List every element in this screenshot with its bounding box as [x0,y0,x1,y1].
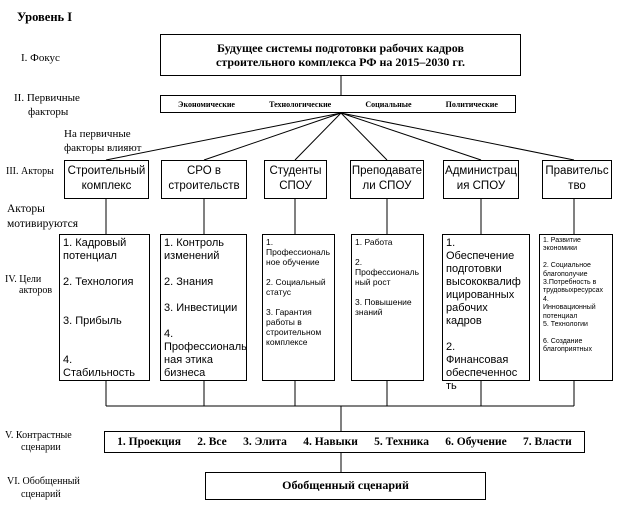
factors-box: Экономические Технологические Социальные… [160,95,516,113]
scenario-authorities: 7. Власти [523,436,572,448]
factor-social: Социальные [365,99,412,109]
general-scenario-box: Обобщенный сценарий [205,472,486,500]
scenario-technique: 5. Техника [374,436,429,448]
fan-line-2 [203,112,342,161]
factor-technological: Технологические [269,99,332,109]
goal-box-administration: 1. Обеспечение подготовки высококвалиф и… [442,234,530,392]
scenario-education: 6. Обучение [445,436,507,448]
focus-box: Будущее системы подготовки рабочих кадро… [160,34,521,76]
goal-box-sro: 1. Контроль изменений 2. Знания 3. Инвес… [160,234,247,381]
goal-box-government: 1. Развитие экономики 2. Социальное благ… [539,234,613,381]
focus-label: I. Фокус [21,52,60,64]
actors-label: III. Акторы [6,166,54,177]
fan-line-1 [105,112,342,161]
goals-label: IV. Цели акторов [5,274,53,296]
focus-line-2: строительного комплекса РФ на 2015–2030 … [216,55,465,69]
influence-label: На первичные факторы влияют [64,128,142,154]
fan-line-6 [340,112,575,161]
fan-line-3 [294,112,342,161]
fan-line-5 [340,112,482,161]
goal-box-students: 1. Профессиональ ное обучение 2. Социаль… [262,234,335,381]
contrast-label: V. Контрастные сценарии [5,430,72,453]
scenarios-box: 1. Проекция 2. Все 3. Элита 4. Навыки 5.… [104,431,585,453]
scenario-projection: 1. Проекция [117,436,181,448]
factor-economic: Экономические [178,99,235,109]
goal-box-construction: 1. Кадровый потенциал 2. Технология 3. П… [59,234,150,381]
scenario-skills: 4. Навыки [303,436,358,448]
scenario-all: 2. Все [197,436,227,448]
scenario-elite: 3. Элита [243,436,287,448]
level-title: Уровень I [17,10,73,24]
focus-line-1: Будущее системы подготовки рабочих кадро… [217,41,464,55]
goal-box-teachers: 1. Работа 2. Профессиональ ный рост 3. П… [351,234,424,381]
fan-line-4 [340,112,388,161]
factor-political: Политические [445,99,498,109]
motivated-label: Акторы мотивируются [7,203,78,230]
general-label: VI. Обобщенный сценарий [7,476,80,500]
primary-factors-label: II. Первичные факторы [14,92,80,118]
